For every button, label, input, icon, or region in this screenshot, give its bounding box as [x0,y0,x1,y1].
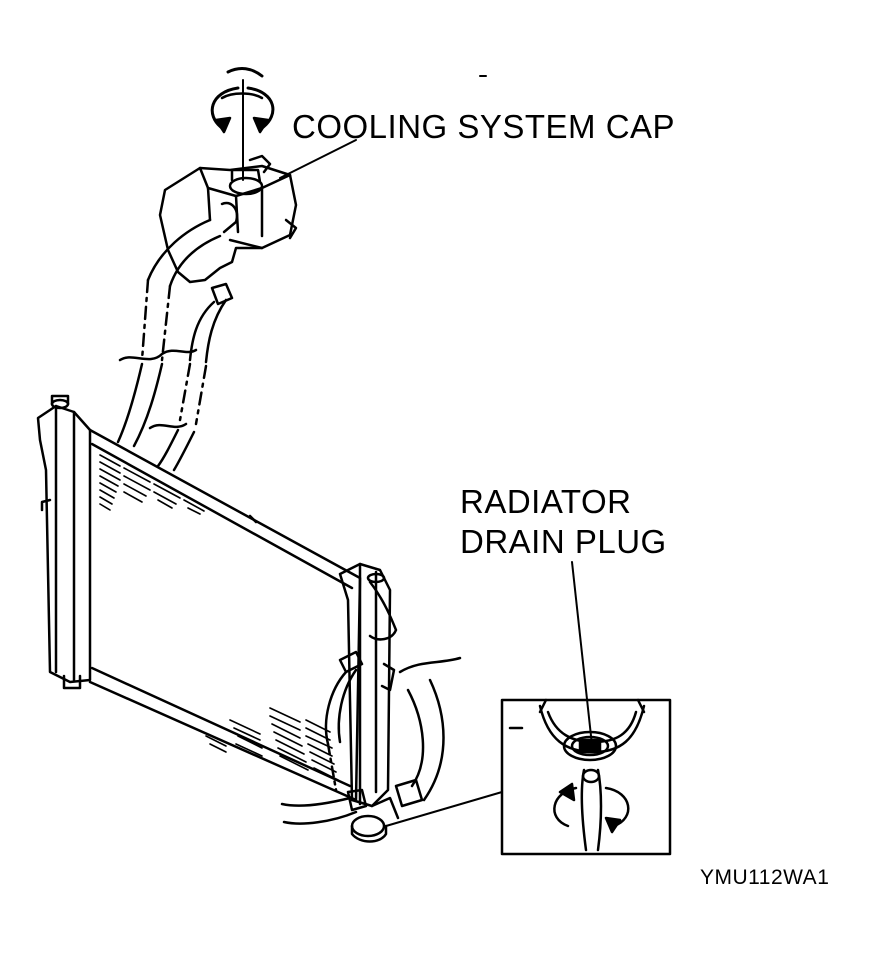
drain-leader-line [572,562,592,745]
drain-rotation-arrows-icon [554,784,628,832]
lower-hoses [282,652,460,842]
radiator-drain-plug-label: RADIATOR DRAIN PLUG [460,482,667,562]
reservoir-hoses [118,203,237,470]
figure-code: YMU112WA1 [700,866,830,889]
radiator-drain-plug-line2: DRAIN PLUG [460,523,667,560]
cap-leader-line [280,140,356,178]
inset-connector-line [386,792,502,826]
radiator-drain-plug-line1: RADIATOR [460,483,632,520]
cap-rotation-arrows-icon [212,69,273,180]
cooling-system-cap-label: COOLING SYSTEM CAP [292,108,676,145]
radiator [38,396,396,806]
coolant-reservoir [160,156,296,282]
drain-plug-inset [502,700,670,854]
